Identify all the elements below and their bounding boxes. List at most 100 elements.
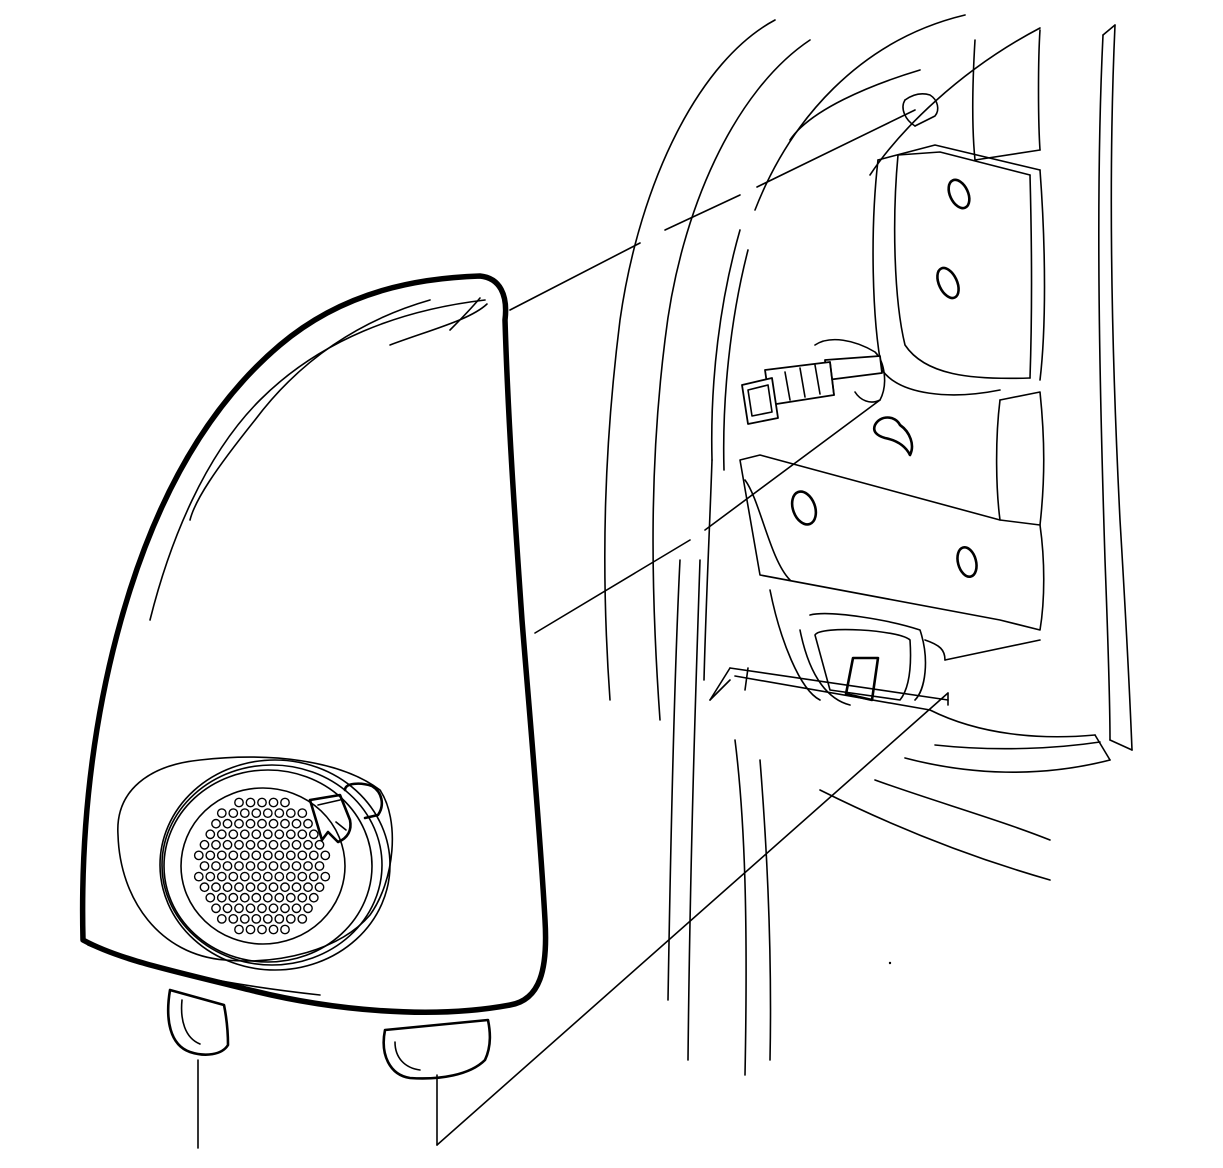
grille-hole bbox=[257, 797, 267, 808]
grille-hole bbox=[268, 818, 279, 829]
speaker-grille bbox=[117, 756, 394, 971]
grille-hole bbox=[303, 882, 313, 893]
grille-hole bbox=[268, 903, 279, 914]
grille-hole bbox=[228, 808, 239, 818]
harness-connector bbox=[741, 338, 886, 425]
grille-hole bbox=[285, 829, 296, 840]
grille-hole bbox=[222, 903, 233, 914]
grille-hole bbox=[228, 892, 239, 903]
grille-hole bbox=[234, 818, 244, 829]
grille-hole bbox=[297, 871, 308, 882]
grille-hole bbox=[257, 818, 267, 829]
grille-hole bbox=[303, 861, 313, 871]
grille-hole bbox=[216, 914, 227, 924]
grille-hole bbox=[285, 808, 296, 818]
grille-hole bbox=[251, 914, 262, 924]
grille-hole bbox=[303, 839, 313, 850]
grille-hole bbox=[320, 850, 331, 861]
grille-hole bbox=[228, 850, 239, 861]
grille-hole bbox=[280, 882, 290, 893]
grille-hole bbox=[285, 892, 296, 903]
grille-hole bbox=[228, 914, 239, 924]
grille-hole bbox=[257, 882, 267, 893]
grille-hole bbox=[228, 871, 239, 882]
grille-hole bbox=[251, 808, 262, 818]
grille-hole bbox=[274, 914, 285, 924]
grille-hole bbox=[193, 871, 204, 882]
grille-hole bbox=[239, 914, 250, 924]
grille-hole bbox=[285, 914, 296, 924]
grille-hole bbox=[211, 903, 221, 914]
grille-hole bbox=[211, 839, 221, 850]
grille-hole bbox=[291, 818, 302, 829]
grille-hole bbox=[251, 850, 262, 861]
grille-hole bbox=[239, 850, 250, 861]
grille-hole bbox=[211, 818, 221, 829]
grille-hole bbox=[280, 903, 290, 914]
grille-hole bbox=[274, 808, 285, 818]
grille-hole bbox=[205, 892, 216, 903]
grille-hole bbox=[268, 882, 279, 893]
grille-hole bbox=[234, 903, 244, 914]
grille-hole bbox=[205, 829, 216, 840]
grille-hole bbox=[268, 839, 279, 850]
grille-hole bbox=[234, 797, 244, 808]
grille-hole bbox=[245, 903, 256, 914]
grille-hole bbox=[211, 861, 221, 871]
grille-hole bbox=[262, 808, 273, 818]
grille-hole bbox=[205, 850, 216, 861]
mounting-bracket bbox=[739, 178, 1045, 706]
grille-hole bbox=[222, 861, 233, 871]
grille-holes bbox=[193, 797, 331, 935]
grille-hole bbox=[303, 818, 313, 829]
grille-hole bbox=[234, 924, 244, 935]
alignment-lines bbox=[197, 93, 949, 1149]
grille-hole bbox=[297, 914, 308, 924]
grille-hole bbox=[285, 871, 296, 882]
grille-hole bbox=[239, 829, 250, 840]
grille-hole bbox=[239, 871, 250, 882]
body-pillar bbox=[603, 14, 1133, 1076]
grille-hole bbox=[280, 797, 290, 808]
grille-hole bbox=[314, 861, 325, 871]
grille-hole bbox=[274, 829, 285, 840]
grille-hole bbox=[280, 924, 290, 935]
grille-hole bbox=[268, 924, 279, 935]
grille-hole bbox=[239, 892, 250, 903]
grille-hole bbox=[280, 839, 290, 850]
grille-hole bbox=[234, 882, 244, 893]
grille-hole bbox=[199, 839, 210, 850]
grille-hole bbox=[291, 861, 302, 871]
grille-hole bbox=[216, 829, 227, 840]
grille-hole bbox=[234, 839, 244, 850]
grille-hole bbox=[320, 871, 331, 882]
grille-hole bbox=[274, 871, 285, 882]
grille-hole bbox=[268, 797, 279, 808]
retaining-clip bbox=[308, 782, 384, 844]
grille-hole bbox=[308, 829, 319, 840]
grille-hole bbox=[257, 839, 267, 850]
grille-hole bbox=[314, 839, 325, 850]
grille-hole bbox=[245, 882, 256, 893]
grille-hole bbox=[280, 818, 290, 829]
grille-hole bbox=[251, 829, 262, 840]
grille-hole bbox=[257, 924, 267, 935]
grille-hole bbox=[222, 882, 233, 893]
grille-hole bbox=[262, 892, 273, 903]
grille-hole bbox=[274, 892, 285, 903]
grille-hole bbox=[291, 882, 302, 893]
grille-hole bbox=[297, 892, 308, 903]
grille-hole bbox=[228, 829, 239, 840]
grille-hole bbox=[245, 861, 256, 871]
grille-hole bbox=[262, 829, 273, 840]
grille-hole bbox=[291, 839, 302, 850]
grille-hole bbox=[199, 882, 210, 893]
grille-hole bbox=[297, 808, 308, 818]
grille-hole bbox=[262, 850, 273, 861]
grille-hole bbox=[268, 861, 279, 871]
grille-hole bbox=[245, 839, 256, 850]
grille-hole bbox=[291, 903, 302, 914]
grille-hole bbox=[222, 839, 233, 850]
grille-hole bbox=[314, 882, 325, 893]
